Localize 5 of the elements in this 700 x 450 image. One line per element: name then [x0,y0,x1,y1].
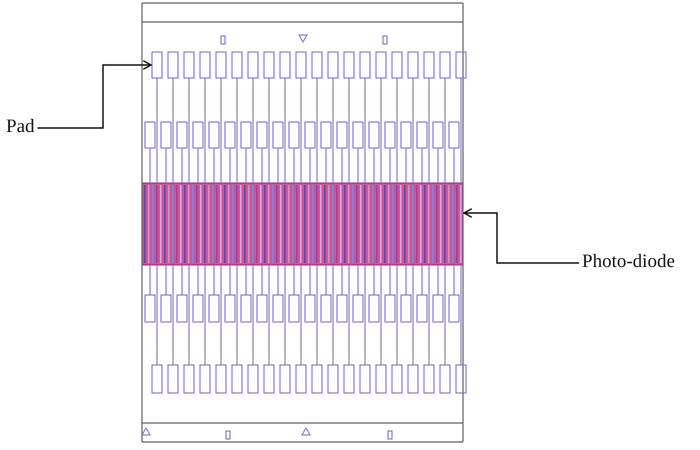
part-label: Photo-diode [582,251,675,273]
leader-arrow [38,60,152,129]
leader-arrow [463,208,579,264]
part-label: Pad [6,116,34,138]
pad-outline [152,52,162,78]
